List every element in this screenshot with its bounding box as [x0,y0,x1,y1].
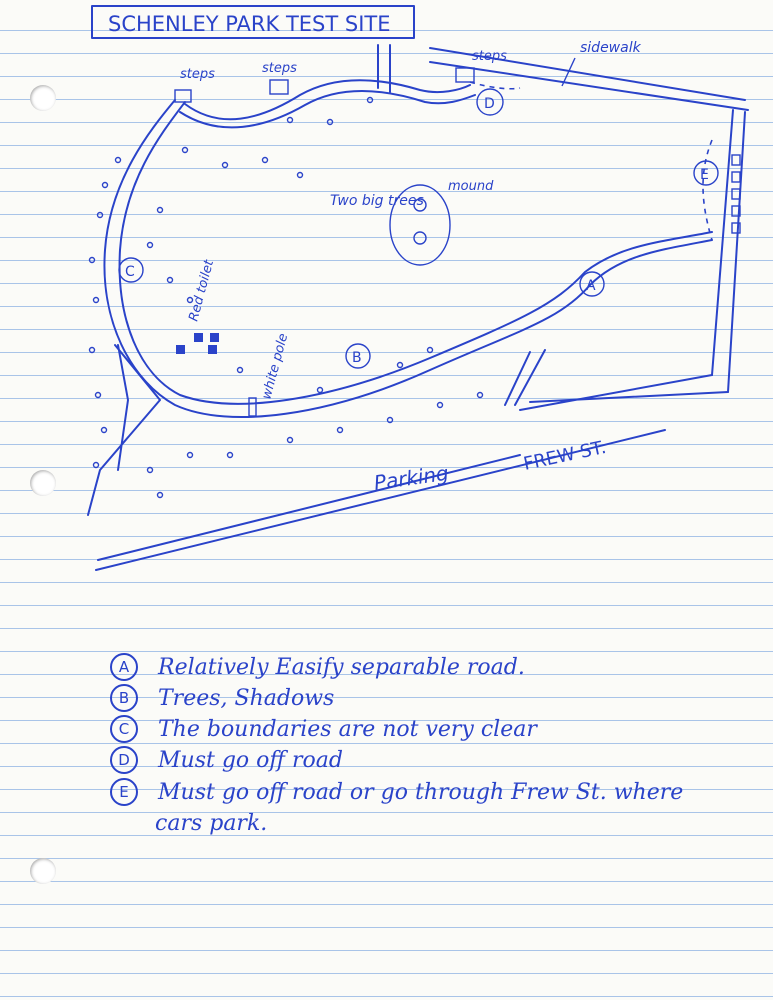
tree-icon [413,198,427,212]
marker-d: D [476,88,504,116]
bush-dots [88,96,484,499]
mound-outline [389,184,451,266]
sidewalk-arrow [561,57,576,87]
marker-badge: B [110,684,138,712]
binder-hole-middle [30,470,56,496]
post-icon [731,188,741,200]
sidewalk-path [429,47,749,111]
steps-icon [174,89,192,103]
off-road-route-d [469,81,521,90]
path-southeast [519,374,729,411]
road-main-inner [118,101,713,405]
two-big-trees-label: Two big trees [330,193,424,209]
note-e: E Must go off road or go through Frew St… [110,777,683,807]
note-text: Relatively Easify separable road. [158,654,525,680]
frew-street-road [95,429,666,571]
note-b: B Trees, Shadows [110,683,334,713]
binder-hole-bottom [30,858,56,884]
svg-text:D: D [484,96,495,112]
off-road-route-e [702,139,713,241]
sidewalk-label: sidewalk [580,40,642,56]
svg-text:C: C [125,264,135,280]
title-box [91,5,415,39]
marker-e: E [693,160,719,186]
marker-badge: A [110,653,138,681]
note-e-continued: cars park. [155,808,267,838]
marker-c: C [118,257,144,283]
note-a: A Relatively Easify separable road. [110,652,525,682]
note-text: Must go off road [158,747,343,773]
steps-label-1: steps [180,67,215,82]
path-top [184,79,471,121]
note-text: cars park. [155,810,268,836]
marker-badge: D [110,746,138,774]
note-text: Trees, Shadows [158,685,335,711]
post-icon [731,222,741,234]
binder-hole-top [30,85,56,111]
white-pole-icon [248,397,257,417]
mound-label: mound [448,179,494,194]
path-southwest [87,344,161,516]
note-c: C The boundaries are not very clear [110,714,537,744]
steps-label-3: steps [472,49,507,64]
steps-icon [455,67,475,83]
white-pole-label: white pole [259,332,291,401]
svg-text:E: E [700,167,709,183]
path-top-inner [179,90,476,129]
marker-b: B [345,343,371,369]
marker-a: A [579,271,605,297]
road-main [103,99,713,418]
marker-badge: E [110,778,138,806]
note-text: The boundaries are not very clear [158,716,537,742]
path-connector-b [504,349,546,406]
note-text: Must go off road or go through Frew St. … [158,779,684,805]
toilet-icon [208,345,217,354]
path-north-connector [377,44,391,93]
frew-street-label: FREW ST. [522,437,608,475]
marker-badge: C [110,715,138,743]
post-icon [731,171,741,183]
parking-label: Parking [372,461,450,495]
map-title: SCHENLEY PARK TEST SITE [108,12,391,36]
toilet-icon [210,333,219,342]
svg-text:A: A [586,278,596,294]
steps-label-2: steps [262,61,297,76]
steps-icon [269,79,289,95]
tree-icon [413,231,427,245]
red-toilet-label: Red toilet [186,258,217,323]
post-icon [731,154,741,166]
note-d: D Must go off road [110,745,343,775]
path-east [711,109,746,393]
toilet-icon [176,345,185,354]
post-icon [731,205,741,217]
toilet-icon [194,333,203,342]
svg-text:B: B [352,350,362,366]
